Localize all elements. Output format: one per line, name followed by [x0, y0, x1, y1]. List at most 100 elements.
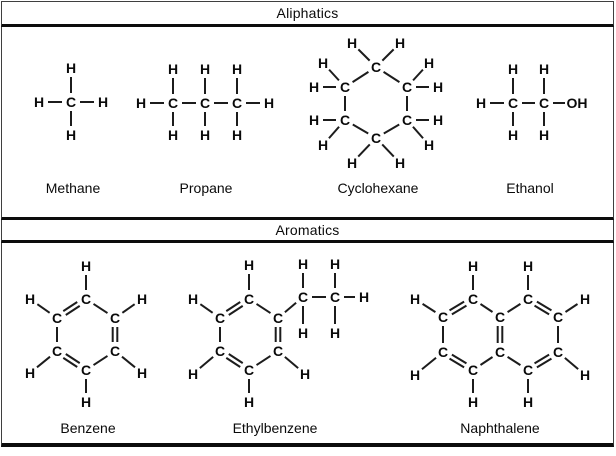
- ethanol-atom-h: H: [476, 95, 486, 111]
- cyclohexane-atom-h: H: [347, 35, 357, 51]
- ethylbenzene-atom-c: C: [330, 289, 340, 305]
- ethylbenzene-atom-h: H: [300, 366, 310, 382]
- ethylbenzene-atom-c: C: [244, 362, 254, 378]
- ethylbenzene-bond: [199, 303, 214, 314]
- cyclohexane-bond: [381, 143, 395, 158]
- cyclohexane-bond: [412, 68, 424, 82]
- benzene-atom-c: C: [52, 310, 62, 326]
- naphthalene-bond: [479, 303, 494, 313]
- cyclohexane-atom-h: H: [424, 55, 434, 71]
- naphthalene-atom-c: C: [495, 344, 505, 360]
- aliphatics-header: Aliphatics: [1, 1, 614, 27]
- benzene-bond: [92, 303, 109, 314]
- naphthalene-double-bond: [536, 357, 552, 369]
- ethanol-atom-h: H: [539, 127, 549, 143]
- cyclohexane-atom-h: H: [424, 137, 434, 153]
- naphthalene-bond: [507, 303, 521, 313]
- benzene-atom-h: H: [81, 258, 91, 274]
- cyclohexane-bond: [381, 48, 395, 62]
- cyclohexane-bond: [412, 126, 424, 139]
- naphthalene-double-bond: [449, 357, 465, 369]
- ethylbenzene-atom-c: C: [215, 343, 225, 359]
- cyclohexane-atom-h: H: [318, 137, 328, 153]
- ethanol-atom-h: H: [508, 61, 518, 77]
- aromatics-title: Aromatics: [275, 222, 340, 238]
- benzene-atom-c: C: [52, 343, 62, 359]
- benzene-double-bond: [62, 301, 78, 312]
- aromatics-header: Aromatics: [1, 220, 614, 243]
- naphthalene-label: Naphthalene: [460, 420, 540, 436]
- methane-atom-h: H: [98, 94, 108, 110]
- naphthalene-bond: [479, 356, 494, 366]
- propane-atom-c: C: [168, 95, 178, 111]
- benzene-atom-h: H: [25, 365, 35, 381]
- ethanol-label: Ethanol: [506, 180, 554, 196]
- methane-atom-h: H: [34, 94, 44, 110]
- cyclohexane-atom-h: H: [318, 55, 328, 71]
- naphthalene-double-bond: [449, 300, 465, 312]
- ethylbenzene-atom-h: H: [330, 325, 340, 341]
- naphthalene-atom-h: H: [468, 258, 478, 274]
- ethylbenzene-atom-h: H: [359, 289, 369, 305]
- naphthalene-atom-h: H: [523, 258, 533, 274]
- methane-label: Methane: [45, 180, 101, 196]
- ethylbenzene-atom-h: H: [298, 256, 308, 272]
- naphthalene-atom-c: C: [438, 344, 448, 360]
- ethylbenzene-atom-c: C: [298, 289, 308, 305]
- benzene-atom-c: C: [110, 310, 120, 326]
- benzene-atom-h: H: [137, 291, 147, 307]
- naphthalene-bond: [507, 356, 521, 366]
- naphthalene-double-bond: [451, 304, 467, 316]
- cyclohexane-atom-c: C: [402, 79, 412, 95]
- ethylbenzene-atom-c: C: [273, 310, 283, 326]
- cyclohexane-atom-c: C: [340, 112, 350, 128]
- cyclohexane-bond: [357, 143, 371, 158]
- ethanol-atom-oh: OH: [567, 95, 588, 111]
- ethylbenzene-bond: [284, 302, 297, 313]
- propane-atom-h: H: [200, 61, 210, 77]
- naphthalene-atom-h: H: [580, 291, 590, 307]
- benzene-atom-h: H: [25, 291, 35, 307]
- naphthalene-atom-h: H: [523, 394, 533, 410]
- propane-atom-h: H: [232, 127, 242, 143]
- cyclohexane-atom-h: H: [433, 79, 443, 95]
- benzene-atom-h: H: [137, 365, 147, 381]
- naphthalene-atom-c: C: [553, 344, 563, 360]
- naphthalene-atom-h: H: [468, 394, 478, 410]
- methane-atom-h: H: [66, 60, 76, 76]
- cyclohexane-bond: [383, 71, 400, 83]
- ethylbenzene-atom-h: H: [244, 394, 254, 410]
- ethylbenzene-bond: [255, 355, 272, 366]
- benzene-atom-c: C: [110, 343, 120, 359]
- cyclohexane-bond: [328, 126, 340, 139]
- ethylbenzene-double-bond: [225, 301, 241, 312]
- naphthalene-atom-h: H: [410, 367, 420, 383]
- cyclohexane-label: Cyclohexane: [337, 180, 419, 196]
- naphthalene-atom-c: C: [523, 362, 533, 378]
- benzene-double-bond: [65, 353, 81, 364]
- naphthalene-double-bond: [534, 304, 550, 316]
- propane-atom-h: H: [168, 61, 178, 77]
- ethylbenzene-atom-h: H: [330, 256, 340, 272]
- naphthalene-atom-c: C: [553, 309, 563, 325]
- ethanol-atom-h: H: [539, 61, 549, 77]
- methane-atom-c: C: [66, 94, 76, 110]
- propane-atom-h: H: [168, 127, 178, 143]
- ethylbenzene-label: Ethylbenzene: [232, 420, 318, 436]
- benzene-atom-c: C: [81, 362, 91, 378]
- benzene-atom-c: C: [81, 291, 91, 307]
- naphthalene-atom-c: C: [468, 291, 478, 307]
- propane-atom-h: H: [136, 95, 146, 111]
- naphthalene-atom-c: C: [495, 309, 505, 325]
- ethylbenzene-atom-h: H: [298, 325, 308, 341]
- ethylbenzene-atom-c: C: [244, 291, 254, 307]
